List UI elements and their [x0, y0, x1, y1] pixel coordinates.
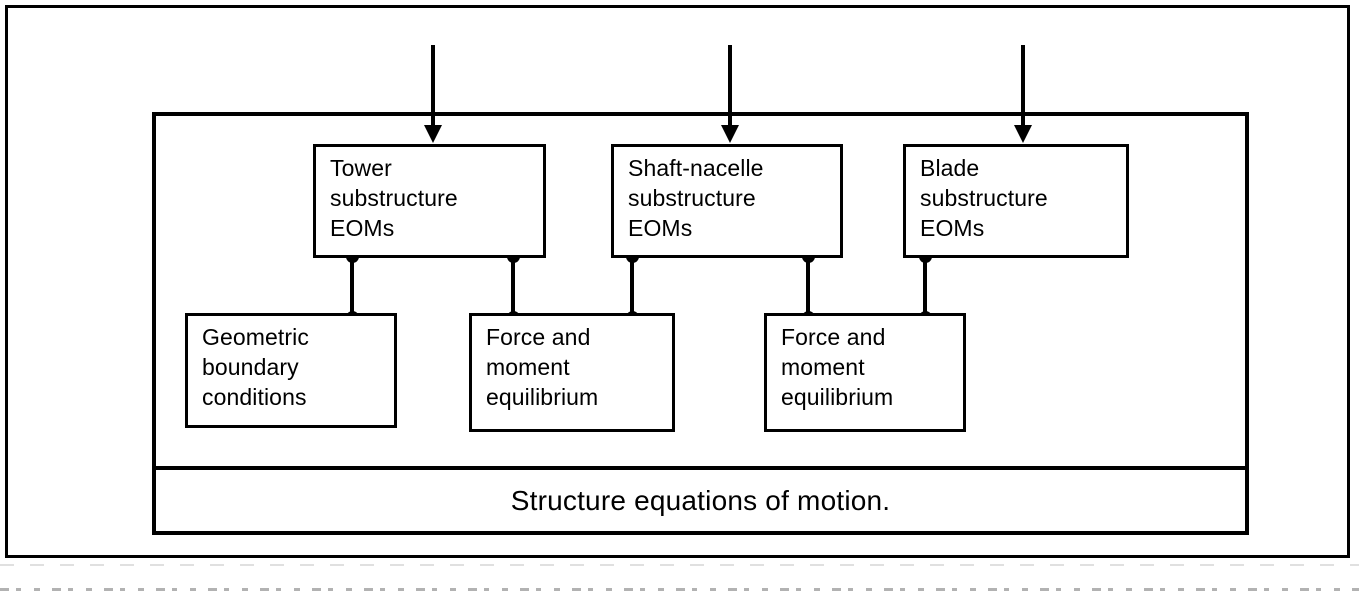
- connector-line-tower-force1: [511, 255, 515, 317]
- input-arrow-shaft-tower-overlay: [431, 112, 435, 130]
- node-shaft-nacelle-substructure-eoms[interactable]: Shaft-nacelle substructure EOMs: [611, 144, 843, 258]
- input-arrow-shaft-blade: [1021, 45, 1025, 128]
- caption-separator: [152, 466, 1249, 470]
- node-blade-substructure-eoms[interactable]: Blade substructure EOMs: [903, 144, 1129, 258]
- scan-artifact-upper: [0, 564, 1359, 566]
- input-arrow-head-shaft-overlay: [721, 125, 739, 143]
- diagram-caption: Structure equations of motion.: [510, 484, 891, 516]
- connector-line-blade-force2: [923, 255, 927, 317]
- node-tower-substructure-eoms[interactable]: Tower substructure EOMs: [313, 144, 546, 258]
- scan-artifact-lower: [0, 588, 1359, 591]
- connector-line-tower-geom: [350, 255, 354, 317]
- node-force-and-moment-equilibrium-2[interactable]: Force and moment equilibrium: [764, 313, 966, 432]
- input-arrow-shaft-tower: [431, 45, 435, 128]
- input-arrow-head-tower-overlay: [424, 125, 442, 143]
- connector-line-shaft-force1: [630, 255, 634, 317]
- input-arrow-head-blade-overlay: [1014, 125, 1032, 143]
- input-arrow-shaft-shaft: [728, 45, 732, 128]
- connector-line-shaft-force2: [806, 255, 810, 317]
- node-geometric-boundary-conditions[interactable]: Geometric boundary conditions: [185, 313, 397, 428]
- input-arrow-shaft-blade-overlay: [1021, 112, 1025, 130]
- input-arrow-shaft-shaft-overlay: [728, 112, 732, 130]
- node-force-and-moment-equilibrium-1[interactable]: Force and moment equilibrium: [469, 313, 675, 432]
